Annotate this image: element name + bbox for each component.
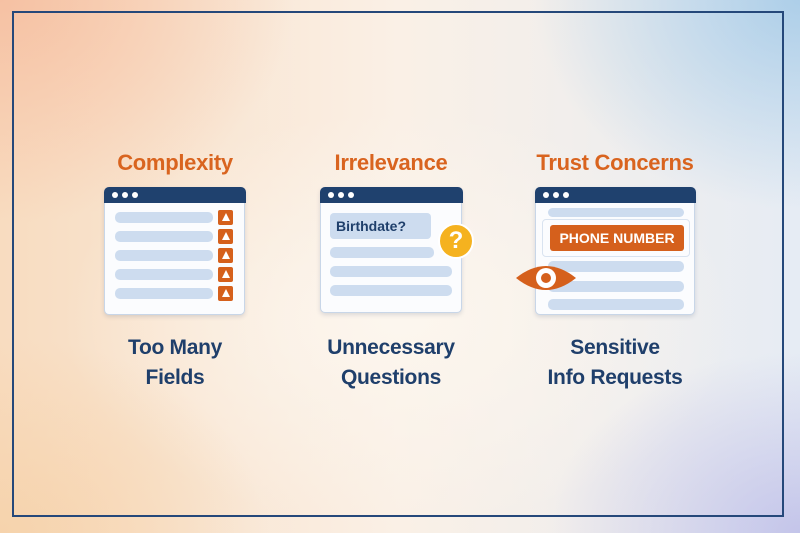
form-window [103, 186, 246, 315]
question-badge-icon: ? [438, 223, 474, 259]
form-field [548, 261, 684, 272]
caption-line: Sensitive [570, 336, 660, 359]
window-dot-icon [337, 191, 344, 198]
caption-line: Unnecessary [327, 336, 455, 359]
window-dot-icon [552, 191, 559, 198]
window-dot-icon [131, 191, 138, 198]
form-field [115, 269, 213, 280]
panel-title: Trust Concerns [536, 150, 694, 175]
panel-caption: Too Many Fields [100, 333, 250, 393]
form-field [548, 281, 684, 292]
window-title-bar [319, 186, 463, 203]
warning-triangle-icon [218, 286, 233, 301]
window-title-bar [534, 186, 696, 203]
form-field [330, 266, 452, 277]
window-dot-icon [327, 191, 334, 198]
caption-line: Too Many [127, 336, 223, 359]
window-dot-icon [347, 191, 354, 198]
form-field [548, 208, 684, 217]
form-field [548, 299, 684, 310]
warning-triangle-icon [218, 210, 233, 225]
form-window: Birthdate? [319, 186, 463, 313]
warning-triangle-icon [218, 267, 233, 282]
caption-line: Fields [145, 366, 205, 389]
form-field [330, 247, 434, 258]
form-field [330, 285, 452, 296]
caption-line: Info Requests [547, 366, 683, 389]
caption-line: Questions [341, 366, 441, 389]
form-field [115, 212, 213, 223]
panel-caption: Sensitive Info Requests [540, 333, 690, 393]
warning-triangle-icon [218, 229, 233, 244]
warning-triangle-icon [218, 248, 233, 263]
phone-number-label: PHONE NUMBER [550, 225, 684, 251]
form-field [115, 288, 213, 299]
window-dot-icon [562, 191, 569, 198]
panel-title: Complexity [117, 150, 233, 175]
birthdate-field: Birthdate? [330, 213, 431, 239]
window-dot-icon [121, 191, 128, 198]
phone-field-highlight: PHONE NUMBER [542, 219, 690, 257]
panel-title: Irrelevance [334, 150, 448, 175]
eye-icon [516, 266, 576, 290]
form-field [115, 231, 213, 242]
window-title-bar [103, 186, 246, 203]
form-field [115, 250, 213, 261]
window-dot-icon [542, 191, 549, 198]
panel-caption: Unnecessary Questions [316, 333, 466, 393]
outer-frame [12, 11, 784, 517]
window-dot-icon [111, 191, 118, 198]
form-window: PHONE NUMBER [534, 186, 696, 315]
